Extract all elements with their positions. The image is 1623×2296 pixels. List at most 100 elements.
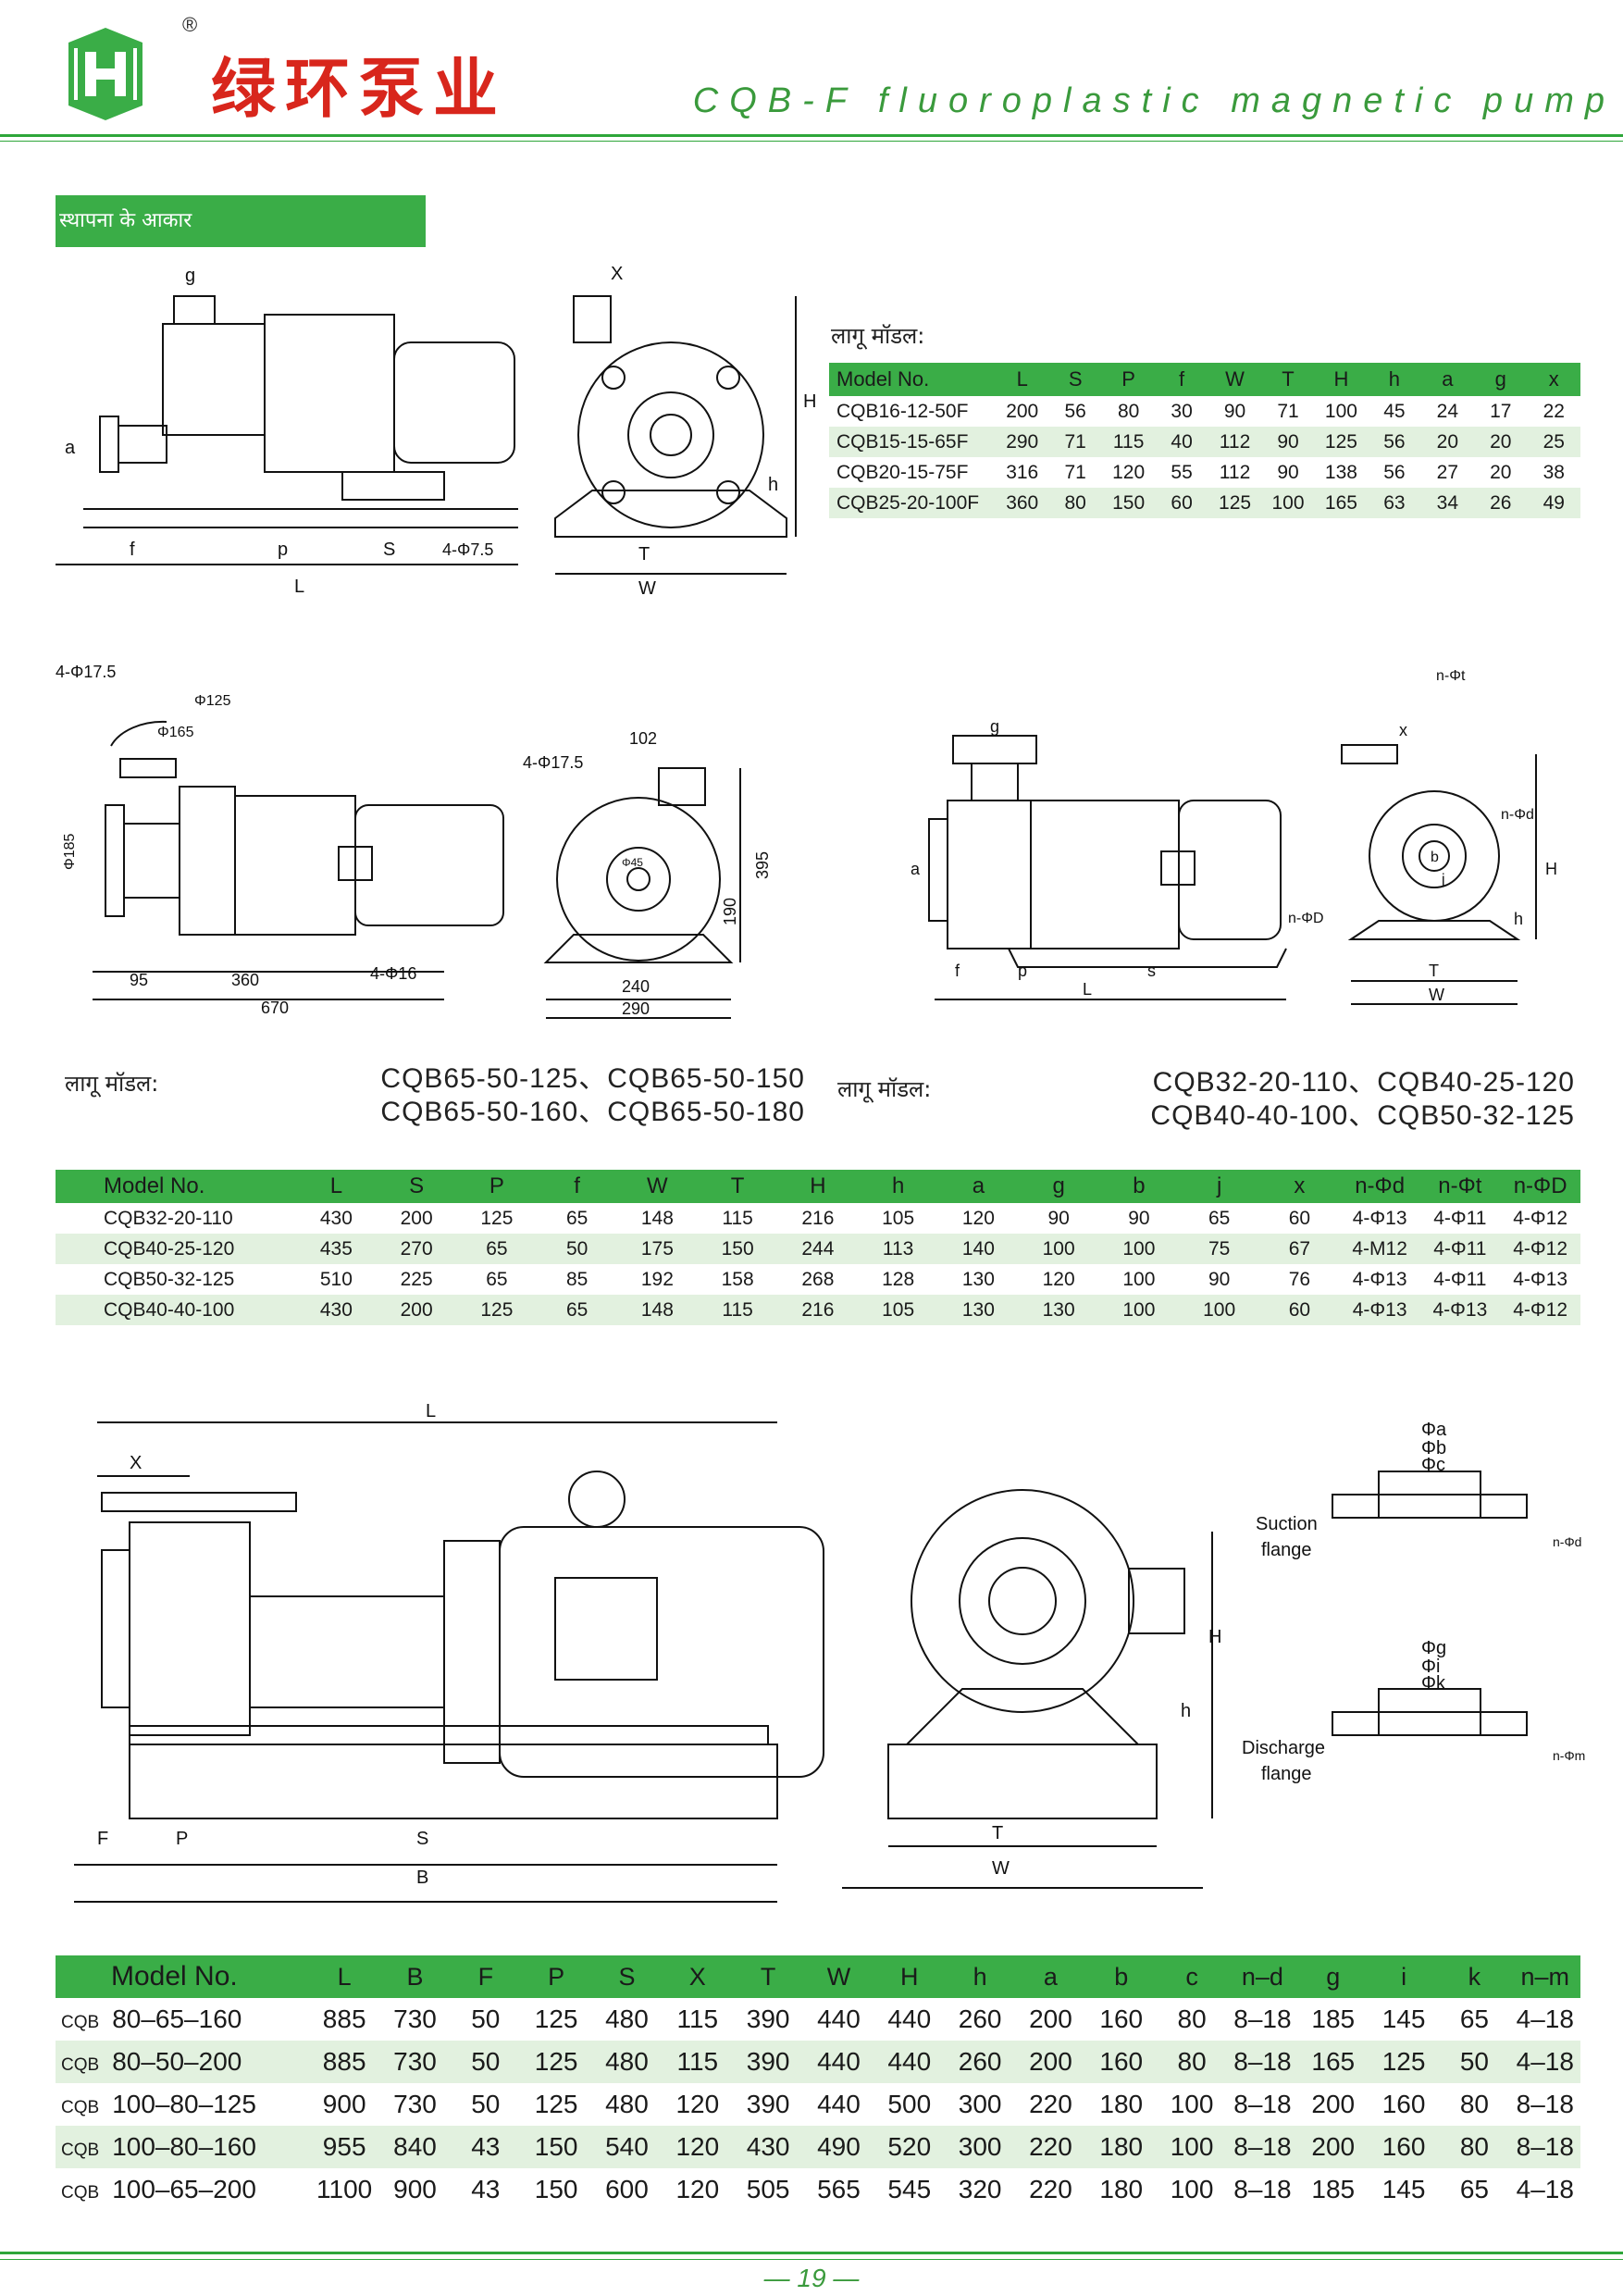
value-cell: 540 bbox=[591, 2126, 663, 2168]
col-header: x bbox=[1527, 363, 1580, 396]
dim-dia185: Φ185 bbox=[62, 833, 78, 870]
value-cell: 125 bbox=[1368, 2041, 1440, 2083]
value-cell: 4–18 bbox=[1509, 2041, 1580, 2083]
dim-395: 395 bbox=[753, 851, 772, 879]
section-title: स्थापना के आकार bbox=[56, 195, 426, 247]
value-cell: 145 bbox=[1381, 2004, 1426, 2033]
value-cell: 440 bbox=[803, 2041, 874, 2083]
value-cell: 440 bbox=[887, 2004, 932, 2033]
col-header: g bbox=[1297, 1955, 1369, 1998]
dim-T: T bbox=[638, 544, 650, 565]
model-prefix: CQB bbox=[61, 2183, 100, 2203]
value-cell: 158 bbox=[721, 1268, 754, 1290]
dim-P: P bbox=[176, 1829, 188, 1849]
model-number: 100–65–200 bbox=[112, 2175, 256, 2203]
value-cell: 160 bbox=[1085, 2041, 1157, 2083]
value-cell: 105 bbox=[882, 1207, 915, 1229]
col-header: n-Φd bbox=[1339, 1170, 1420, 1203]
value-cell: 8–18 bbox=[1233, 2175, 1292, 2203]
value-cell: 76 bbox=[1288, 1268, 1311, 1290]
value-cell: 100 bbox=[1122, 1268, 1156, 1290]
value-cell: 730 bbox=[393, 2004, 437, 2033]
dim-T: T bbox=[992, 1823, 1003, 1843]
value-cell: 56 bbox=[1064, 400, 1086, 422]
value-cell: 115 bbox=[676, 2004, 719, 2033]
value-cell: 125 bbox=[520, 2041, 592, 2083]
dim-X: X bbox=[611, 264, 623, 284]
col-header: h bbox=[1368, 363, 1421, 396]
value-cell: 40 bbox=[1155, 427, 1208, 457]
value-cell: 510 bbox=[319, 1268, 353, 1290]
col-header: a bbox=[938, 1170, 1019, 1203]
value-cell: 100 bbox=[1179, 1295, 1259, 1325]
value-cell: 440 bbox=[817, 2004, 861, 2033]
value-cell: 60 bbox=[1155, 488, 1208, 518]
model-prefix: CQB bbox=[61, 2013, 100, 2032]
drawing3-models: CQB32-20-110、CQB40-25-120 CQB40-40-100、C… bbox=[1018, 1066, 1575, 1133]
value-cell: 25 bbox=[1527, 427, 1580, 457]
col-header-model: Model No. bbox=[56, 1170, 296, 1203]
model-prefix: CQB bbox=[61, 2141, 100, 2160]
model-cell: CQB40-40-100 bbox=[56, 1295, 296, 1325]
value-cell: 90 bbox=[1223, 400, 1246, 422]
col-header: f bbox=[1155, 363, 1208, 396]
col-header: b bbox=[1085, 1955, 1157, 1998]
drawing-small-pump: g a f p S 4-Φ7.5 L X H h T W bbox=[56, 264, 816, 599]
col-header: P bbox=[456, 1170, 538, 1203]
footer-rule bbox=[0, 2252, 1623, 2254]
value-cell: 80 bbox=[1156, 2041, 1228, 2083]
value-cell: 115 bbox=[722, 1207, 753, 1229]
value-cell: 4–18 bbox=[1516, 2004, 1574, 2033]
model-prefix: CQB bbox=[61, 2098, 100, 2117]
dim-suction-c: Φc bbox=[1421, 1455, 1445, 1475]
value-cell: 885 bbox=[322, 2004, 366, 2033]
value-cell: 565 bbox=[817, 2175, 861, 2203]
value-cell: 71 bbox=[1277, 400, 1299, 422]
value-cell: 160 bbox=[1368, 2126, 1440, 2168]
value-cell: 38 bbox=[1542, 461, 1565, 483]
col-header: T bbox=[732, 1955, 804, 1998]
value-cell: 360 bbox=[996, 488, 1049, 518]
value-cell: 100 bbox=[1018, 1234, 1099, 1264]
col-header: W bbox=[617, 1170, 698, 1203]
value-cell: 65 bbox=[486, 1268, 508, 1290]
dim-j: j bbox=[1441, 872, 1445, 887]
value-cell: 160 bbox=[1381, 2090, 1426, 2118]
col-header: g bbox=[1474, 363, 1528, 396]
value-cell: 8–18 bbox=[1233, 2004, 1292, 2033]
value-cell: 50 bbox=[537, 1234, 617, 1264]
value-cell: 730 bbox=[393, 2090, 437, 2118]
col-header: c bbox=[1156, 1955, 1228, 1998]
dim-F: F bbox=[97, 1829, 108, 1849]
dim-S: S bbox=[416, 1829, 428, 1849]
col-header: B bbox=[379, 1955, 451, 1998]
value-cell: 260 bbox=[958, 2004, 1002, 2033]
header-rule bbox=[0, 134, 1623, 137]
dim-b: b bbox=[1431, 850, 1439, 865]
dim-T: T bbox=[1429, 962, 1439, 980]
value-cell: 120 bbox=[675, 2175, 720, 2203]
value-cell: 4-Φ11 bbox=[1433, 1268, 1487, 1290]
value-cell: 125 bbox=[456, 1295, 538, 1325]
dim-pcd: Φ125 bbox=[194, 693, 231, 709]
model-cell: CQB20-15-75F bbox=[836, 461, 969, 483]
value-cell: 4-Φ12 bbox=[1513, 1207, 1568, 1229]
value-cell: 112 bbox=[1208, 427, 1262, 457]
value-cell: 90 bbox=[1047, 1207, 1070, 1229]
value-cell: 435 bbox=[296, 1234, 377, 1264]
dim-102: 102 bbox=[629, 729, 657, 748]
dim-670: 670 bbox=[261, 999, 289, 1017]
col-header: h bbox=[944, 1955, 1016, 1998]
dim-x: x bbox=[1399, 721, 1407, 739]
value-cell: 125 bbox=[1208, 488, 1262, 518]
value-cell: 60 bbox=[1288, 1207, 1311, 1229]
value-cell: 56 bbox=[1368, 427, 1421, 457]
